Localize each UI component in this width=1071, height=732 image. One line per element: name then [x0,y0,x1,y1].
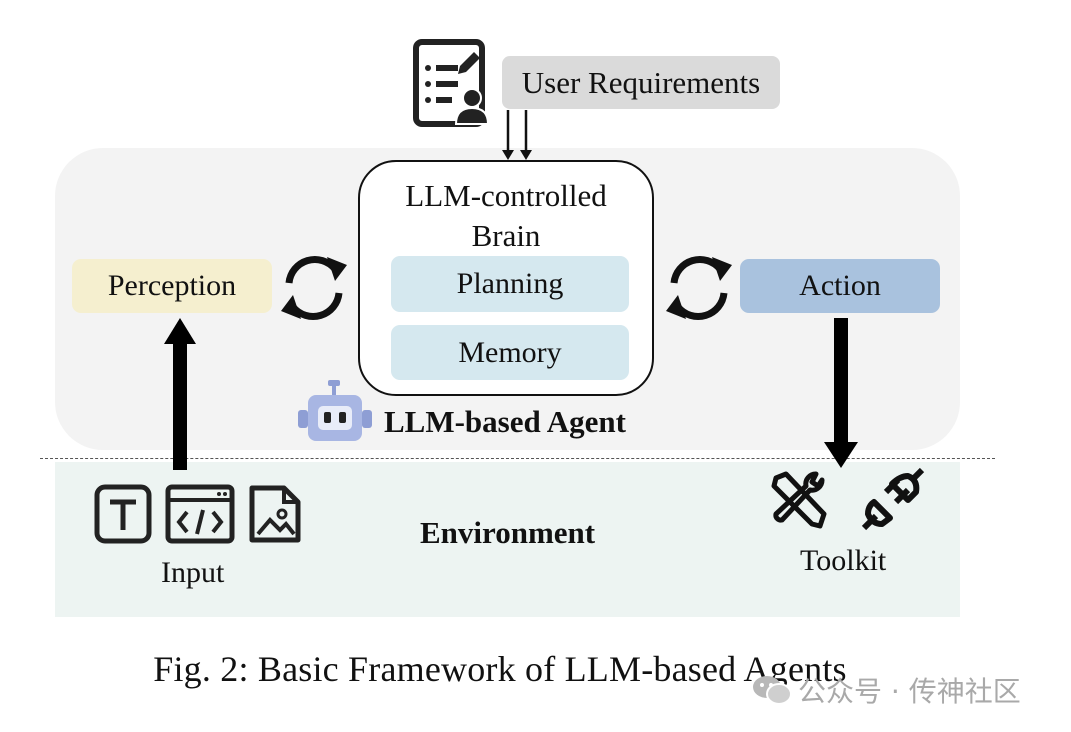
requirements-arrows [502,110,532,160]
brain-title-line2: Brain [471,218,541,253]
action-label: Action [799,269,881,302]
user-requirements-box: User Requirements [502,56,780,109]
watermark-text: 公众号 · 传神社区 [798,675,1021,708]
robot-icon [298,380,372,441]
action-to-toolkit-arrow [824,318,858,468]
brain-title: LLM-controlled Brain [358,176,654,256]
toolkit-label: Toolkit [800,544,887,577]
input-to-perception-arrow [164,318,196,470]
planning-module: Planning [391,256,629,312]
memory-module: Memory [391,325,629,380]
environment-label: Environment [420,515,596,550]
agent-label: LLM-based Agent [384,404,626,439]
wrench-screwdriver-icon [771,471,827,529]
perception-box: Perception [72,259,272,313]
code-file-icon [165,484,235,544]
cycle-arrows-icon [281,256,347,320]
document-user-icon [413,39,490,127]
user-requirements-label: User Requirements [521,64,761,100]
input-label: Input [161,556,225,589]
wechat-icon [753,676,792,705]
environment-divider [40,458,995,459]
memory-label: Memory [458,335,562,369]
image-file-icon [249,485,301,543]
brain-title-line1: LLM-controlled [405,178,607,213]
action-box: Action [740,259,940,313]
cycle-arrows-icon [666,256,732,320]
figure-caption: Fig. 2: Basic Framework of LLM-based Age… [153,649,847,689]
text-file-icon [94,484,152,544]
planning-label: Planning [456,267,564,300]
plug-icon [861,467,925,531]
perception-label: Perception [107,269,237,302]
watermark: 公众号 · 传神社区 [752,670,1021,710]
